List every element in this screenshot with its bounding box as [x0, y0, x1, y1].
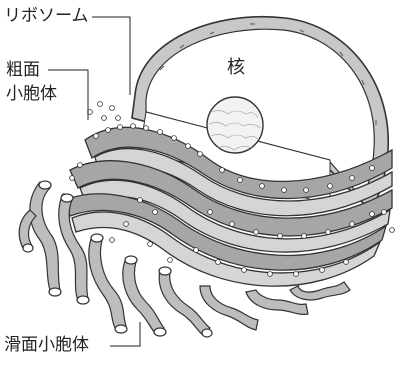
- smooth-er-label: 滑面小胞体: [4, 335, 89, 355]
- ribosome-label: リボソーム: [4, 6, 89, 26]
- rough-er-leader: [48, 69, 89, 120]
- smooth-er: [18, 181, 351, 337]
- nucleolus: [206, 96, 264, 154]
- ribosomes: [61, 101, 395, 277]
- leader-lines: [48, 16, 141, 347]
- tubule-ends: [22, 180, 213, 338]
- rough-er: [64, 126, 393, 287]
- rough-er-label-line1: 粗面: [6, 60, 40, 80]
- rough-er-label-line2: 小胞体: [6, 84, 57, 104]
- smooth-er-leader: [110, 322, 141, 347]
- nucleolus-texture: [208, 110, 262, 151]
- nucleus-label: 核: [227, 57, 245, 78]
- ribosome-leader: [92, 16, 131, 95]
